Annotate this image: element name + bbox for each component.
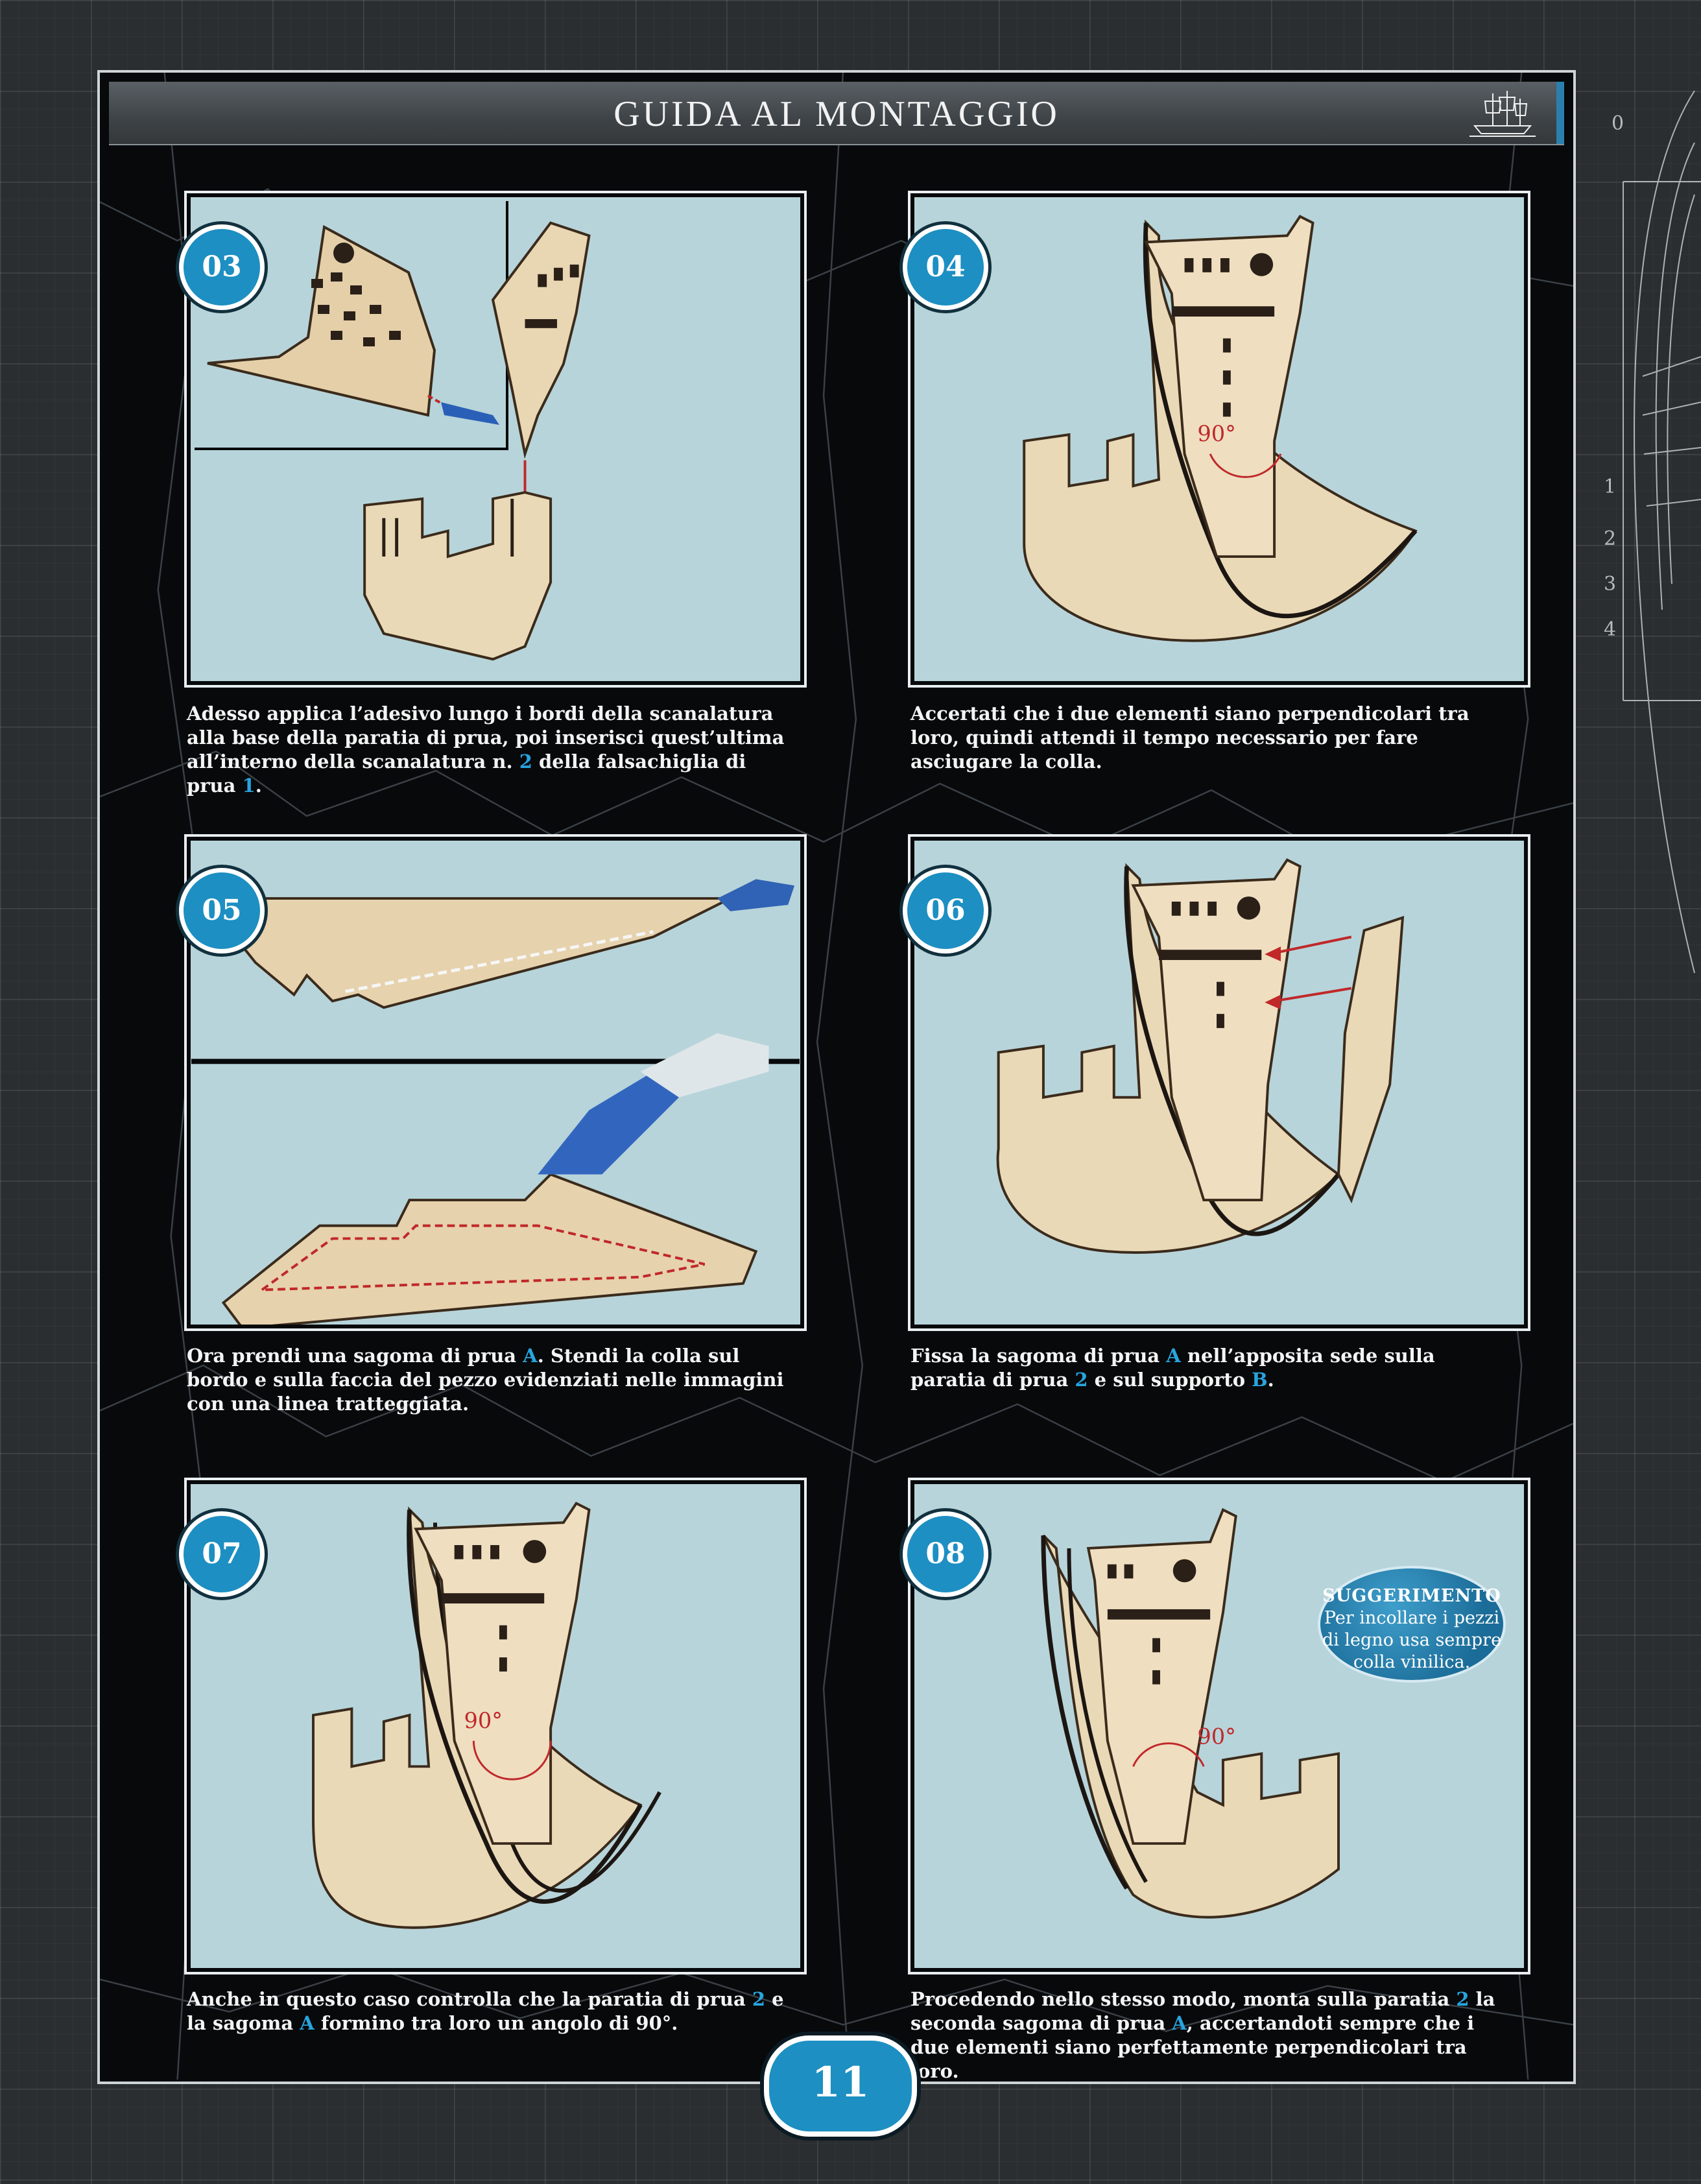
caption-text: della falsachiglia di prua <box>187 750 746 797</box>
part-letter: A <box>1172 2012 1187 2034</box>
svg-text:0: 0 <box>1612 112 1624 135</box>
part-number: 2 <box>752 1988 766 2010</box>
step-06-number-badge: 06 <box>903 868 988 954</box>
step-03-illustration <box>191 197 800 681</box>
part-number: 1 <box>242 774 256 797</box>
caption-text: , accertandoti sempre che i due elementi… <box>910 2012 1475 2082</box>
step-07-illustration: 90° <box>191 1484 800 1968</box>
step-05-number-badge: 05 <box>179 868 265 954</box>
step-03-image-frame: 03 <box>179 191 807 688</box>
svg-text:4: 4 <box>1604 618 1616 641</box>
caption-text: Accertati che i due elementi siano perpe… <box>910 702 1469 773</box>
caption-text: . <box>255 774 262 797</box>
caption-text: Procedendo nello stesso modo, monta sull… <box>910 1988 1457 2010</box>
ship-icon <box>1469 91 1536 137</box>
step-08-image-frame: 90° SUGGERIMENTO Per incollare i pezzi d… <box>903 1478 1530 1974</box>
step-05-caption: Ora prendi una sagoma di prua A. Stendi … <box>187 1344 790 1416</box>
svg-text:2: 2 <box>1604 527 1616 550</box>
blueprint-ship-drawing: 0 1 2 3 4 <box>1604 90 1701 974</box>
page-title: GUIDA AL MONTAGGIO <box>613 94 1060 134</box>
angle-90-label: 90° <box>1197 1724 1236 1749</box>
caption-text: Fissa la sagoma di prua <box>910 1345 1167 1367</box>
step-04-image-frame: 90° 04 <box>903 191 1530 688</box>
step-07-number-badge: 07 <box>179 1511 265 1597</box>
step-07-caption: Anche in questo caso controlla che la pa… <box>187 1987 790 2035</box>
tip-bubble: SUGGERIMENTO Per incollare i pezzi di le… <box>1318 1566 1506 1683</box>
header-bar: GUIDA AL MONTAGGIO <box>109 82 1564 145</box>
step-06-illustration <box>914 841 1524 1325</box>
caption-text: la seconda sagoma di prua <box>910 1988 1495 2034</box>
header-accent-bar <box>1556 82 1564 144</box>
angle-90-label: 90° <box>1197 421 1236 446</box>
part-letter: A <box>1166 1345 1181 1367</box>
part-letter: A <box>523 1345 538 1367</box>
step-07-image-frame: 90° 07 <box>179 1478 807 1974</box>
caption-text: . Stendi la colla sul bordo e sulla facc… <box>187 1345 784 1415</box>
tip-text: Per incollare i pezzi di legno usa sempr… <box>1322 1608 1502 1672</box>
caption-text: e la sagoma <box>187 1988 784 2034</box>
svg-text:3: 3 <box>1604 573 1616 595</box>
step-04-number-badge: 04 <box>903 224 988 310</box>
tip-title: SUGGERIMENTO <box>1322 1586 1501 1606</box>
caption-text: nell’apposita sede sulla paratia di prua <box>910 1345 1435 1391</box>
caption-text: formino tra loro un angolo di 90°. <box>314 2012 678 2034</box>
step-08-illustration: 90° SUGGERIMENTO Per incollare i pezzi d… <box>914 1484 1524 1968</box>
step-05-image-frame: 05 <box>179 834 807 1331</box>
part-number: 2 <box>1456 1988 1469 2010</box>
step-06-image-frame: 06 <box>903 834 1530 1331</box>
step-04-illustration: 90° <box>914 197 1524 681</box>
part-number: 2 <box>1075 1369 1088 1391</box>
page-number: 11 <box>764 2035 917 2137</box>
step-05-illustration <box>191 841 800 1325</box>
caption-text: Adesso applica l’adesivo lungo i bordi d… <box>187 702 785 773</box>
instruction-page: GUIDA AL MONTAGGIO <box>97 70 1576 2084</box>
part-number: 2 <box>519 750 532 773</box>
caption-text: . <box>1267 1369 1274 1391</box>
step-08-number-badge: 08 <box>903 1511 988 1597</box>
step-08-caption: Procedendo nello stesso modo, monta sull… <box>910 1987 1514 2082</box>
caption-text: e sul supporto <box>1088 1369 1252 1391</box>
step-03-caption: Adesso applica l’adesivo lungo i bordi d… <box>187 702 790 798</box>
angle-90-label: 90° <box>464 1708 503 1733</box>
part-letter: A <box>300 2012 315 2034</box>
step-04-caption: Accertati che i due elementi siano perpe… <box>910 702 1514 774</box>
step-03-number-badge: 03 <box>179 224 265 310</box>
caption-text: Ora prendi una sagoma di prua <box>187 1345 523 1367</box>
caption-text: Anche in questo caso controlla che la pa… <box>187 1988 752 2010</box>
part-letter: B <box>1252 1369 1268 1391</box>
svg-text:1: 1 <box>1604 475 1616 498</box>
step-06-caption: Fissa la sagoma di prua A nell’apposita … <box>910 1344 1514 1392</box>
